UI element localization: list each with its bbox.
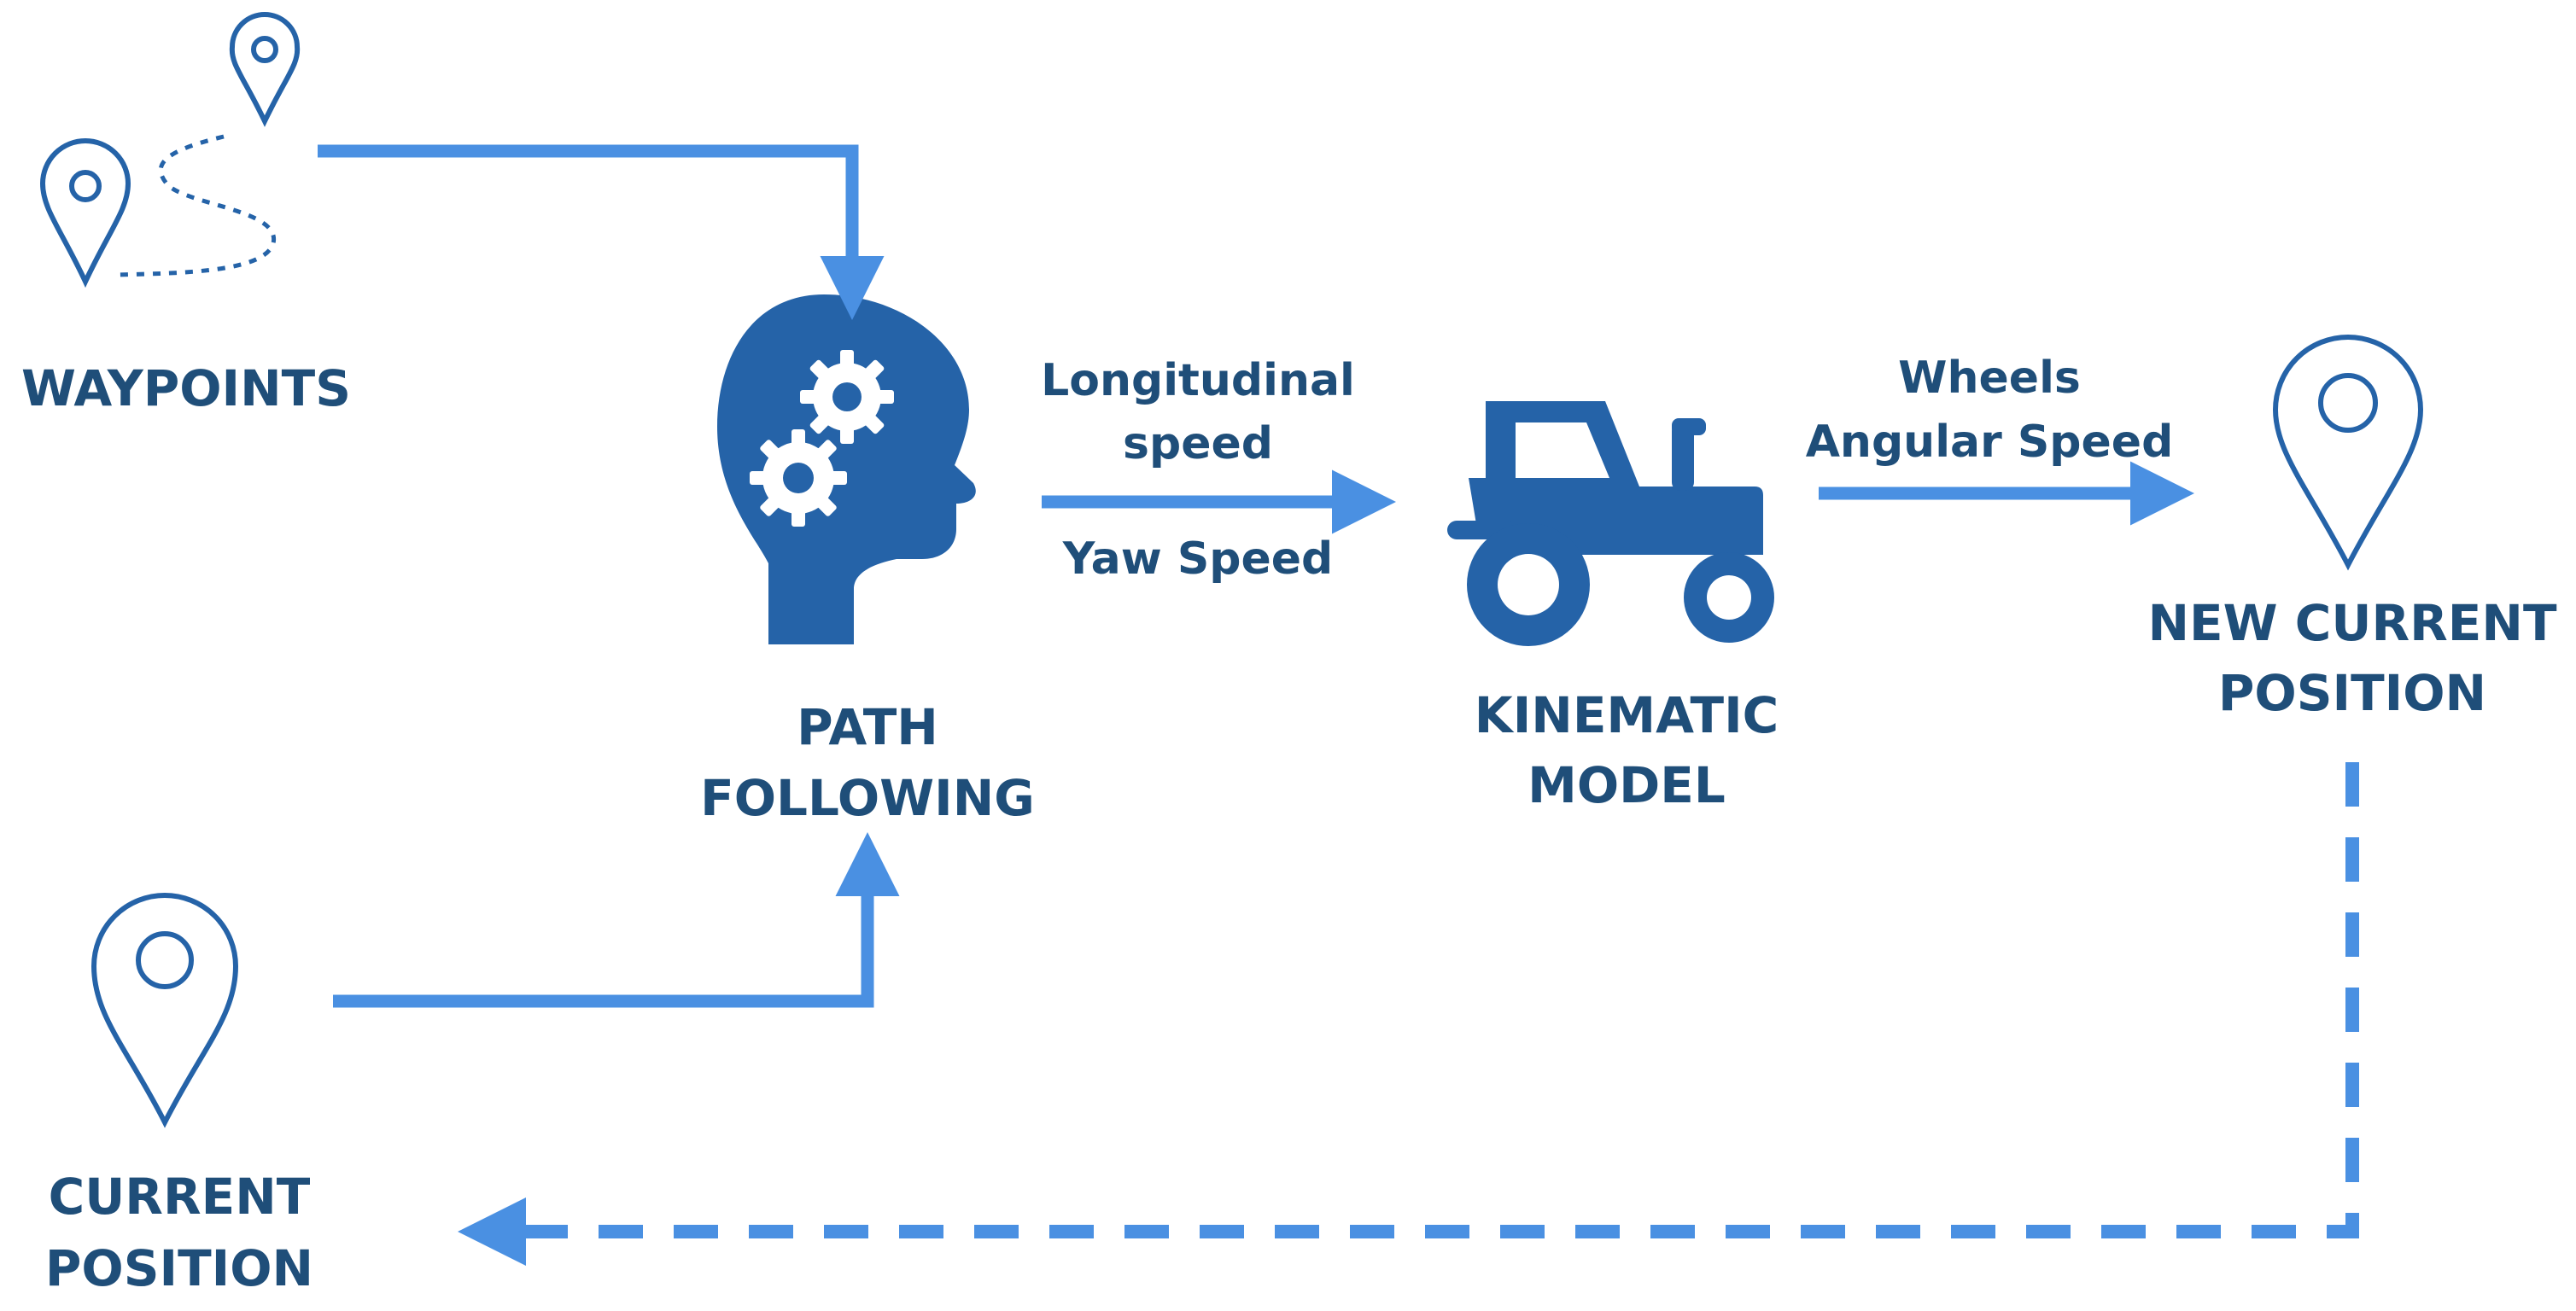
- edge-label-longitudinal: Longitudinal: [1041, 355, 1355, 406]
- edge-label-angular-speed: Angular Speed: [1806, 417, 2174, 468]
- arrow-current-to-path-following: [333, 832, 900, 1008]
- path-following-label-line2: FOLLOWING: [700, 769, 1035, 827]
- edge-label-wheels: Wheels: [1898, 353, 2081, 404]
- head-with-gears-icon: [717, 294, 976, 644]
- path-following-label-line1: PATH: [797, 698, 938, 756]
- dashed-feedback-arrow: [458, 762, 2359, 1266]
- kinematic-model-label-line1: KINEMATIC: [1475, 686, 1779, 744]
- current-position-label-line2: POSITION: [45, 1239, 313, 1297]
- new-current-position-label-line1: NEW CURRENT: [2147, 594, 2556, 652]
- edge-label-speed: speed: [1123, 418, 1273, 469]
- current-position-label-line1: CURRENT: [49, 1168, 311, 1226]
- arrow-waypoints-to-path-following: [318, 144, 885, 320]
- kinematic-model-label-line2: MODEL: [1527, 756, 1726, 814]
- current-position-pin-icon: [91, 893, 239, 1128]
- new-current-position-label-line2: POSITION: [2218, 664, 2486, 722]
- waypoints-label: WAYPOINTS: [21, 359, 351, 417]
- edge-label-yaw-speed: Yaw Speed: [1062, 533, 1334, 585]
- tractor-icon: [1447, 401, 1774, 646]
- waypoints-icon: [39, 12, 301, 288]
- new-current-position-pin-icon: [2272, 335, 2424, 571]
